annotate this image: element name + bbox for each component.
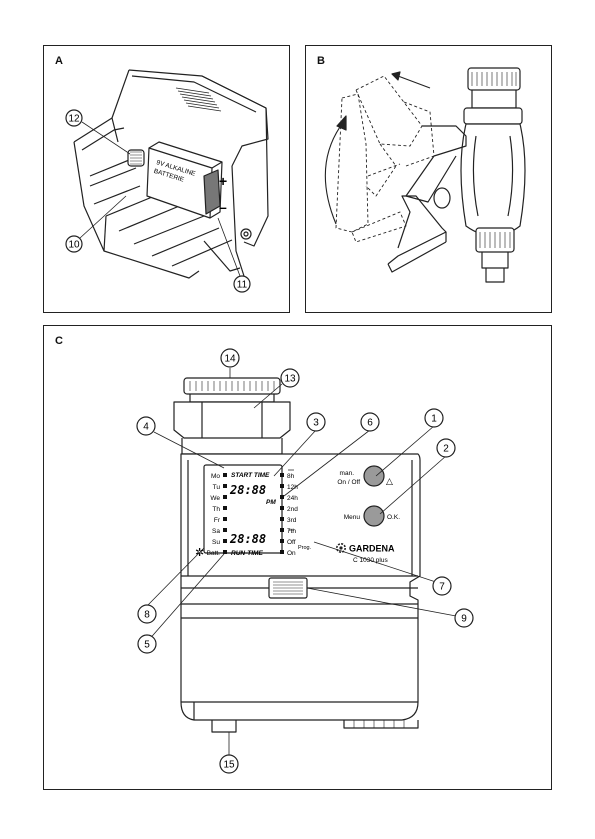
lcd-interval-8h: 8h (287, 473, 295, 480)
callout-15: 15 (223, 760, 235, 771)
triangle-up-icon: △ (386, 477, 393, 487)
man-label-line1: man. (340, 470, 355, 477)
lcd-digits-top: 28:88 (229, 483, 266, 497)
callout-13: 13 (284, 374, 296, 385)
model-name: C 1030 plus (353, 557, 388, 564)
lcd-battery-label: Batt. (207, 550, 221, 557)
lcd-interval-24h: 24h (287, 495, 298, 502)
frost-icon: ✲ (195, 546, 204, 559)
battery-compartment-drawing: 9V ALKALINE BATTERIE + – 12 10 11 (44, 46, 291, 314)
lcd-on-label: On (287, 550, 296, 557)
callout-9: 9 (461, 614, 467, 625)
battery-plus: + (219, 173, 227, 189)
callout-14: 14 (224, 354, 236, 365)
callout-1: 1 (431, 414, 437, 425)
lcd-day-mo: Mo (211, 473, 220, 480)
water-computer-drawing: Mo Tu We Th Fr Sa Su Batt. 8h 12h 24h 2n… (44, 326, 553, 791)
lcd-day-fr: Fr (214, 517, 221, 524)
brand-name: GARDENA (349, 544, 395, 554)
lcd-digits-bottom: 28:88 (229, 532, 266, 546)
panel-b: B (305, 45, 552, 313)
panel-c: C (43, 325, 552, 790)
hinge-cover-drawing (306, 46, 553, 314)
lcd-interval-3rd: 3rd (287, 517, 297, 524)
lcd-interval-2nd: 2nd (287, 506, 298, 513)
man-label-line2: On / Off (337, 479, 360, 486)
callout-5: 5 (144, 640, 150, 651)
ok-label: O.K. (387, 514, 400, 521)
panel-a: A (43, 45, 290, 313)
lcd-day-th: Th (212, 506, 220, 513)
menu-label: Menu (344, 514, 361, 521)
lcd-off-label: Off (287, 539, 296, 546)
battery-minus: – (219, 199, 227, 215)
lcd-prog-label: Prog. (298, 545, 312, 551)
lcd-day-tu: Tu (213, 484, 221, 491)
lcd-interval-7th: 7th (287, 528, 296, 535)
lcd-day-we: We (210, 495, 220, 502)
lcd-day-sa: Sa (212, 528, 220, 535)
lcd-run-time-label: RUN-TIME (231, 550, 263, 557)
callout-4: 4 (143, 422, 149, 433)
callout-7: 7 (439, 582, 445, 593)
lcd-interval-12h: 12h (287, 484, 298, 491)
callout-6: 6 (367, 418, 373, 429)
callout-12: 12 (68, 114, 80, 125)
lcd-pm-label: PM (266, 499, 276, 506)
callout-2: 2 (443, 444, 449, 455)
callout-10: 10 (68, 240, 80, 251)
lcd-start-time-label: START TIME (231, 472, 270, 479)
callout-11: 11 (237, 280, 248, 291)
callout-8: 8 (144, 610, 150, 621)
callout-3: 3 (313, 418, 319, 429)
lcd-day-su: Su (212, 539, 220, 546)
